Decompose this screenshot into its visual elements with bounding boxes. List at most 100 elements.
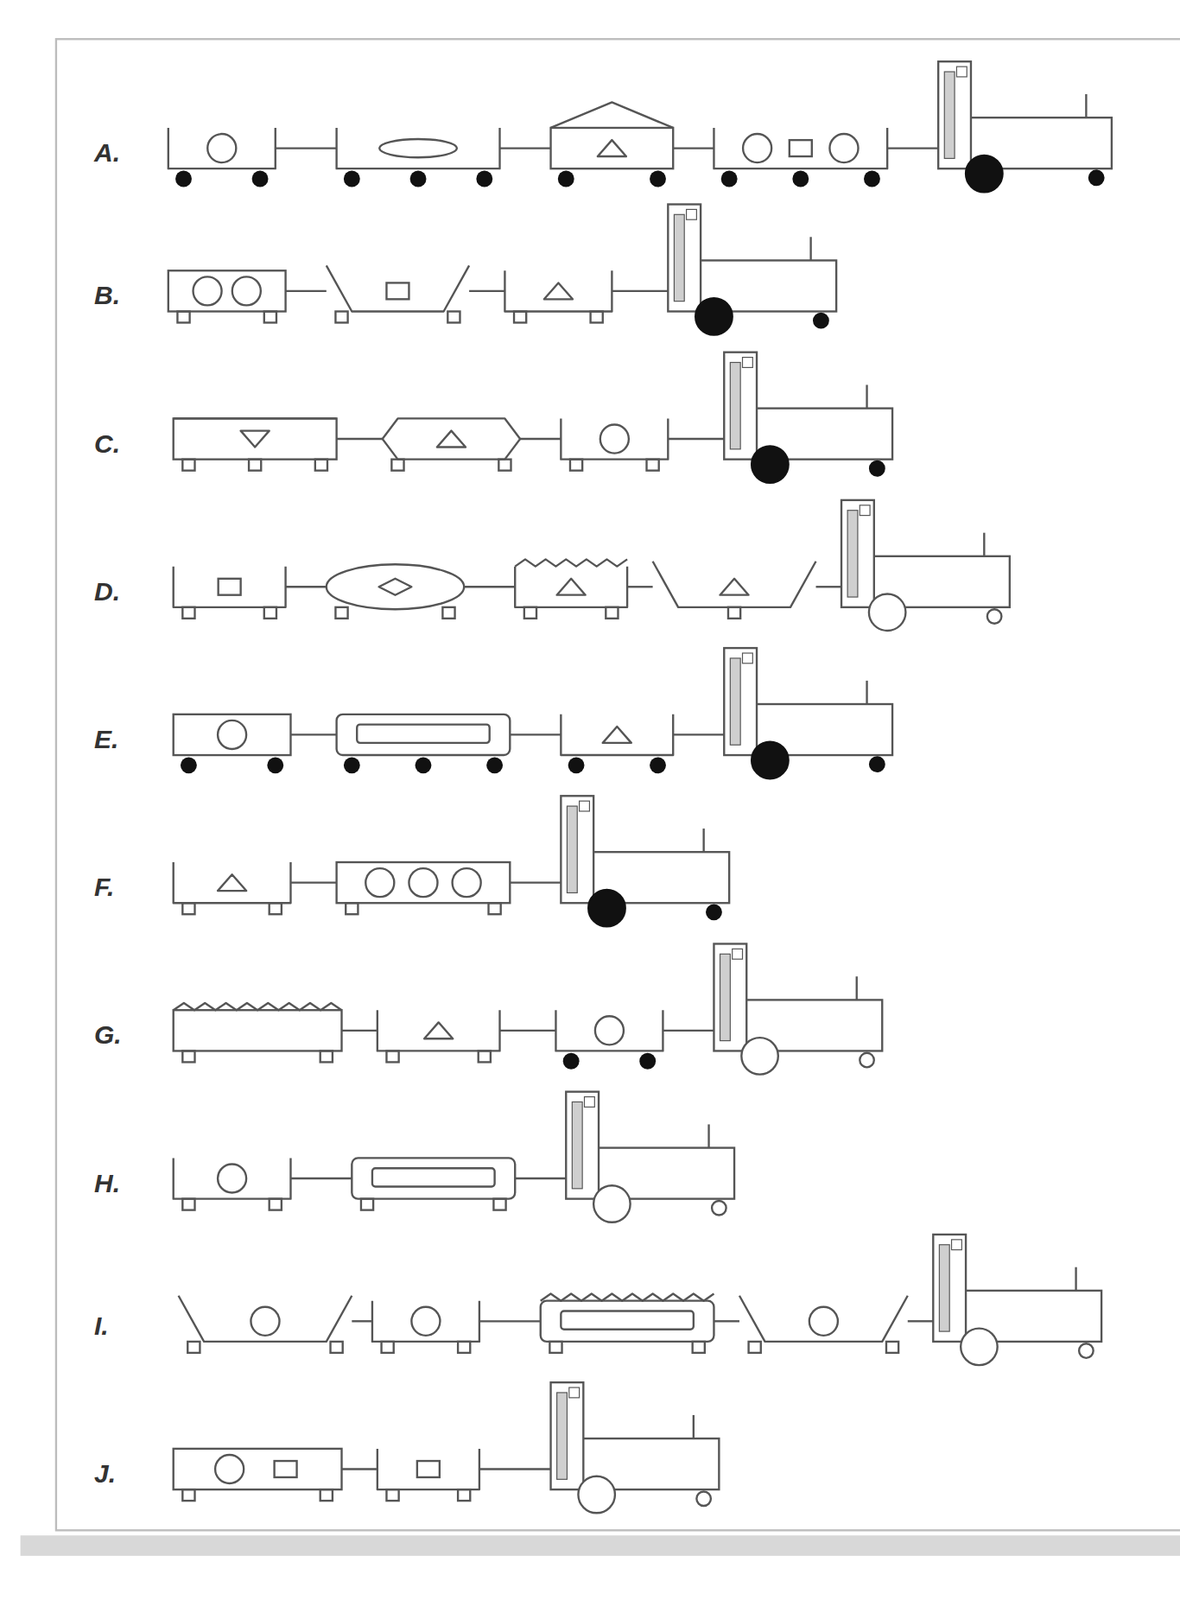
engine-cab <box>938 61 971 169</box>
wheel <box>863 171 881 188</box>
car-inner <box>560 1311 693 1330</box>
car-body <box>382 418 521 459</box>
engine-window <box>956 66 967 77</box>
coupling-line <box>336 437 383 440</box>
car-body <box>377 1448 480 1490</box>
coupling-line <box>275 146 337 149</box>
coupling-line <box>672 733 724 736</box>
load-triangle <box>602 726 632 743</box>
load-circle <box>452 868 482 897</box>
engine-big-wheel <box>751 445 789 483</box>
car-inner <box>372 1167 495 1187</box>
engine-big-wheel <box>588 889 626 927</box>
load-circle <box>217 1163 247 1193</box>
coupling-line <box>627 585 654 588</box>
car-body <box>326 564 464 610</box>
engine-cab <box>560 795 594 903</box>
wheel <box>486 756 503 774</box>
coupling-line <box>983 532 985 557</box>
wheel <box>513 310 527 323</box>
load-circle <box>595 1015 624 1045</box>
trains <box>168 61 1112 1513</box>
load-triangle <box>437 431 466 448</box>
engine-cab <box>667 204 701 312</box>
wheel <box>457 1341 470 1353</box>
coupling-line <box>500 1029 557 1032</box>
wheel <box>182 1050 195 1062</box>
wheel <box>345 902 358 914</box>
engine-cab <box>723 647 757 755</box>
engine-window <box>686 209 698 220</box>
wheel <box>361 1199 374 1211</box>
car-body <box>377 1009 501 1051</box>
wheel <box>320 1050 333 1062</box>
car-body <box>168 127 276 169</box>
row-label: C. <box>94 431 121 457</box>
wheel <box>187 1341 200 1353</box>
car-body <box>555 1009 663 1051</box>
coupling-line <box>509 881 561 883</box>
coupling-line <box>290 881 337 883</box>
wheel <box>180 756 197 774</box>
coupling-line <box>173 417 337 419</box>
wheel <box>343 171 361 188</box>
engine-big-wheel <box>695 298 733 336</box>
row-label: D. <box>94 578 121 605</box>
engine-window <box>938 1244 950 1332</box>
wheel <box>475 171 493 188</box>
engine-window <box>859 505 870 516</box>
car-body <box>336 714 511 755</box>
engine-window <box>579 800 590 812</box>
coupling-line <box>469 290 505 292</box>
engine-window <box>732 948 743 959</box>
load-circle <box>411 1306 440 1336</box>
wheel <box>568 756 585 774</box>
row-label: F. <box>94 874 115 901</box>
engine-window <box>566 805 578 893</box>
wheel <box>343 756 361 774</box>
wheel <box>524 607 537 619</box>
frame-shadow <box>20 1535 1180 1556</box>
frame <box>56 38 1180 1530</box>
car-body <box>173 418 337 459</box>
coupling-line <box>707 1123 710 1148</box>
engine-window <box>847 510 858 597</box>
wheel <box>264 607 277 619</box>
wheel <box>175 171 192 188</box>
car-body <box>504 270 612 311</box>
car-body <box>653 561 817 608</box>
coupling-line <box>500 146 552 149</box>
engine-window <box>557 1392 568 1479</box>
coupling-line <box>342 1029 378 1032</box>
coupling-line <box>672 146 714 149</box>
wheel <box>792 171 809 188</box>
load-circle <box>829 133 858 163</box>
row-label: E. <box>94 726 119 753</box>
car-body <box>326 265 470 311</box>
coupling-line <box>479 1467 552 1470</box>
engine-big-wheel <box>751 742 789 780</box>
load-diamond <box>379 578 413 596</box>
car-body <box>560 714 673 755</box>
car-body <box>173 1157 292 1199</box>
wheel <box>335 607 348 619</box>
load-triangle <box>544 282 573 299</box>
car-body <box>351 1157 515 1199</box>
wheel <box>182 1489 195 1501</box>
wheel <box>315 459 328 471</box>
wheel <box>182 459 195 471</box>
load-rectangle <box>789 139 813 157</box>
wheel <box>447 310 460 323</box>
wheel <box>721 171 738 188</box>
car-body <box>173 566 286 608</box>
coupling-line <box>463 585 515 588</box>
coupling-line <box>1084 94 1087 118</box>
wheel <box>442 607 455 619</box>
load-circle <box>600 425 629 454</box>
coupling-line <box>342 1467 378 1470</box>
coupling-line <box>692 1414 695 1439</box>
coupling-line <box>887 146 939 149</box>
coupling-line <box>1074 1267 1077 1291</box>
car-body <box>713 127 888 169</box>
engine-cab <box>723 352 757 460</box>
